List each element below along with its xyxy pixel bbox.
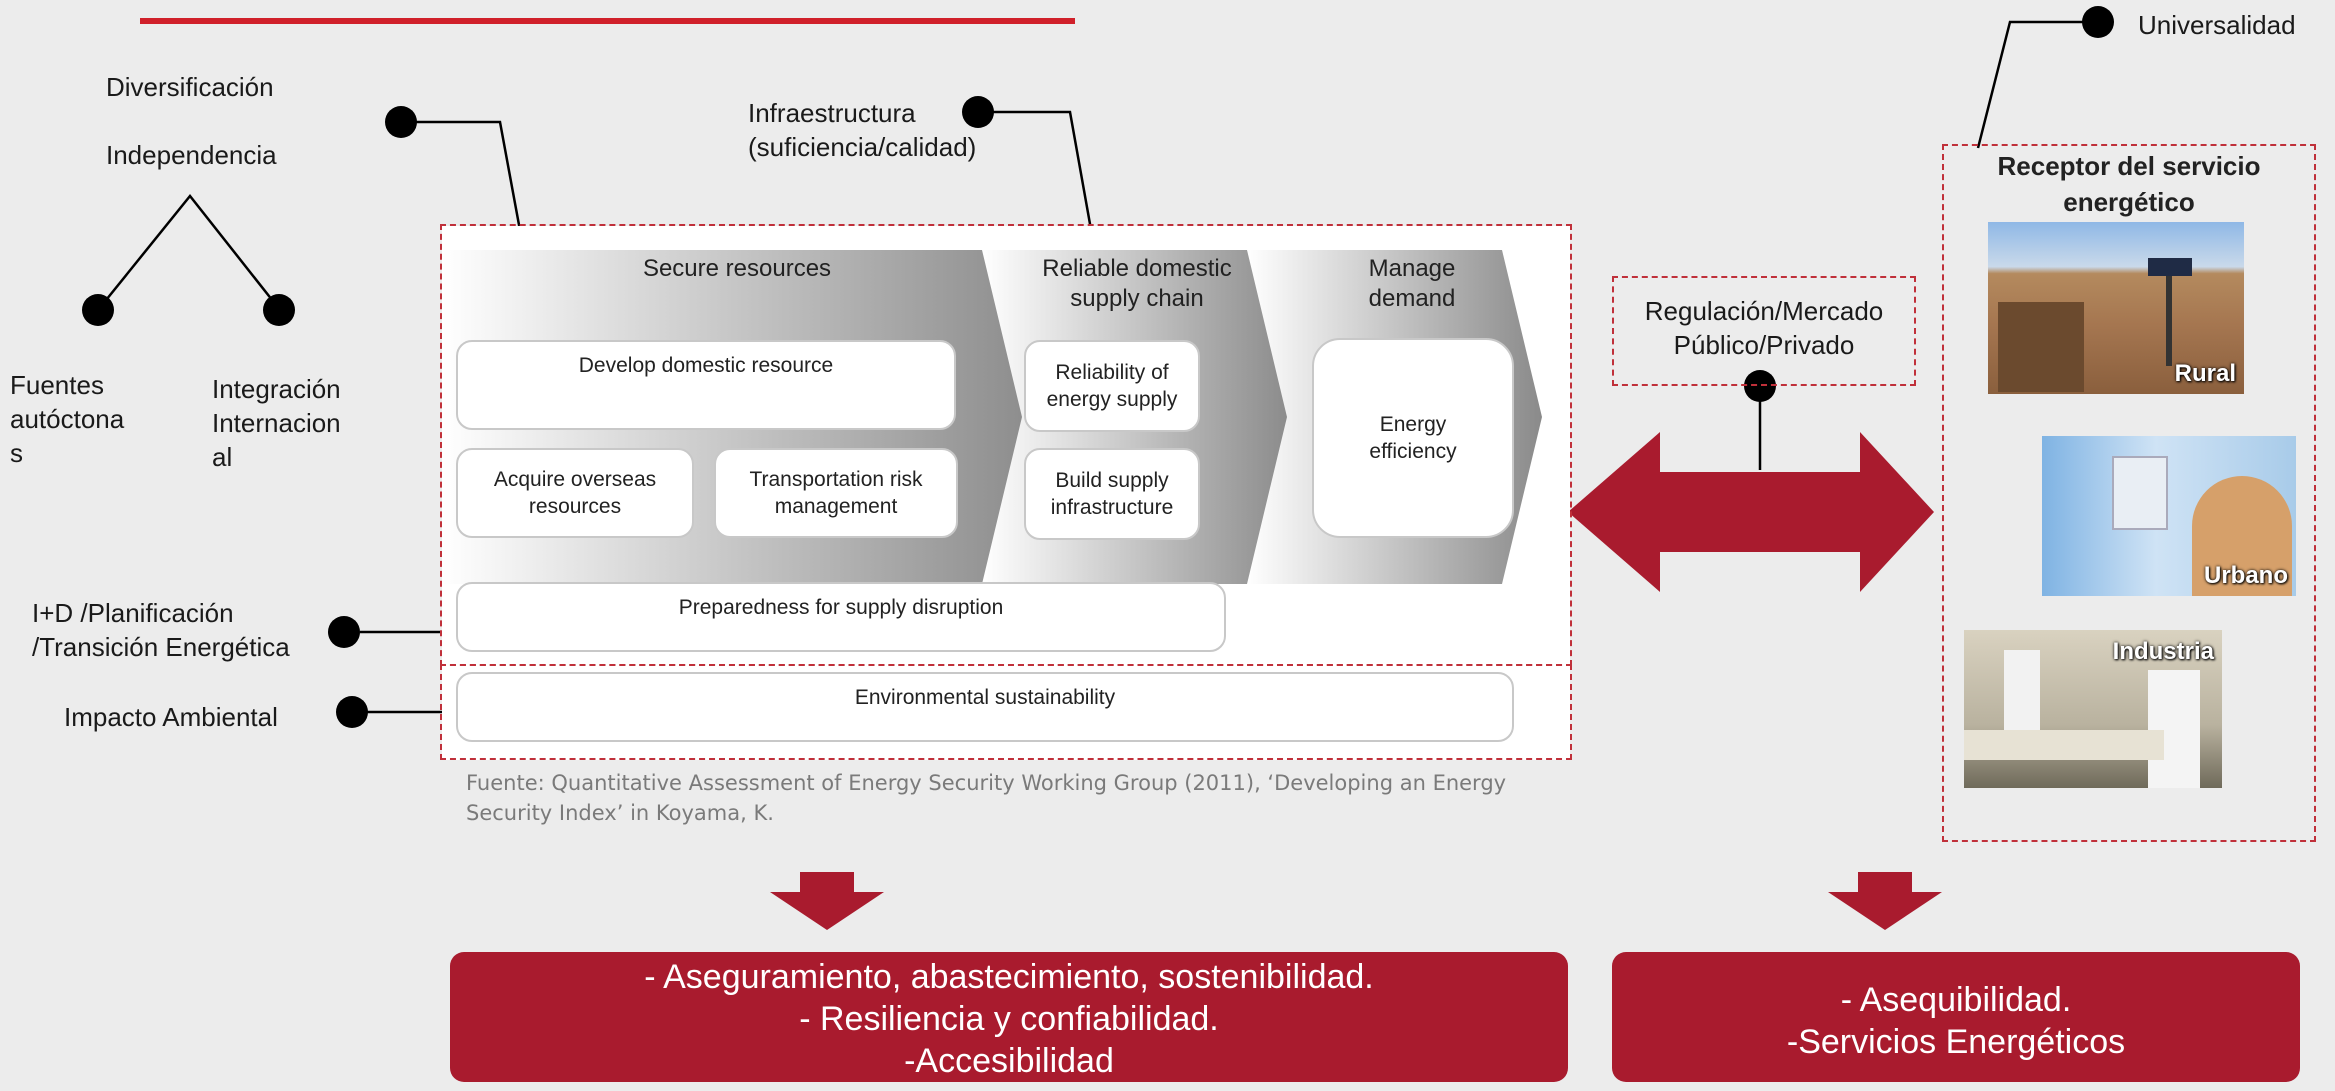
regulacion-dashed-box [1612,276,1916,386]
impacto-ambiental-label: Impacto Ambiental [64,702,278,732]
rural-solar-panel [2148,258,2192,276]
regulacion-dot [1744,370,1776,402]
impacto-dot [336,696,368,728]
rural-shed [1998,302,2084,392]
top-rule [140,18,1075,24]
urbano-panel [2112,456,2168,530]
urbano-person [2192,476,2292,596]
preparedness-box: Preparedness for supply disruption [456,582,1226,652]
independencia-label: Independencia [106,140,277,170]
universalidad-connector [1976,20,2098,149]
reliability-box: Reliability of energy supply [1024,340,1200,432]
source-note: Fuente: Quantitative Assessment of Energ… [466,771,1507,825]
photo-rural: Rural [1988,222,2244,394]
photo-industria: Industria [1964,630,2222,788]
diversificacion-connector [402,120,526,253]
id-dot [328,616,360,648]
chevron-title-secure: Secure resources [642,255,832,282]
receptor-title: Receptor del servicio energético [1997,151,2261,217]
chevron-title-reliable: Reliable domestic supply chain [1042,255,1232,312]
integracion-label: Integración Internacion al [212,374,341,472]
double-arrow-icon [1568,432,1934,592]
industria-belt [1964,730,2164,760]
industria-worker-2 [2148,670,2200,788]
result-right-box: - Asequibilidad. -Servicios Energéticos [1612,952,2300,1082]
chevron-title-manage: Manage demand [1368,255,1456,312]
diagram-dashed-frame [440,224,1572,666]
fuentes-label: Fuentes autóctona s [10,370,125,468]
independencia-left-dot [82,294,114,326]
photo-urbano: Urbano [2042,436,2296,596]
result-left-box: - Aseguramiento, abastecimiento, sosteni… [450,952,1568,1082]
environmental-box: Environmental sustainability [456,672,1514,742]
acquire-overseas-box: Acquire overseas resources [456,448,694,538]
environment-dashed-frame [440,664,1572,760]
rural-solar-pole [2166,266,2172,366]
infraestructura-dot [962,96,994,128]
down-arrow-right-icon [1828,872,1942,930]
universalidad-dot [2082,6,2114,38]
id-planificacion-label: I+D /Planificación /Transición Energétic… [32,598,290,662]
transportation-risk-box: Transportation risk management [714,448,958,538]
photo-label-industria: Industria [2112,638,2214,665]
photo-label-rural: Rural [2174,360,2236,387]
receptor-dashed-box [1942,144,2316,842]
energy-efficiency-box: Energy efficiency [1312,338,1514,538]
build-infrastructure-box: Build supply infrastructure [1024,448,1200,540]
regulacion-label: Regulación/Mercado Público/Privado [1644,296,1884,360]
energy-security-diagram: Secure resources Reliable domestic suppl… [442,226,1570,760]
down-arrow-left-icon [770,872,884,930]
diversificacion-dot [385,106,417,138]
independencia-right-dot [263,294,295,326]
develop-domestic-box: Develop domestic resource [456,340,956,430]
photo-label-urbano: Urbano [2204,562,2288,589]
infraestructura-label: Infraestructura (suficiencia/calidad) [748,98,977,162]
infraestructura-connector [978,110,1097,253]
diversificacion-label: Diversificación [106,72,274,102]
universalidad-label: Universalidad [2138,10,2296,40]
independencia-branch-line [97,193,281,311]
